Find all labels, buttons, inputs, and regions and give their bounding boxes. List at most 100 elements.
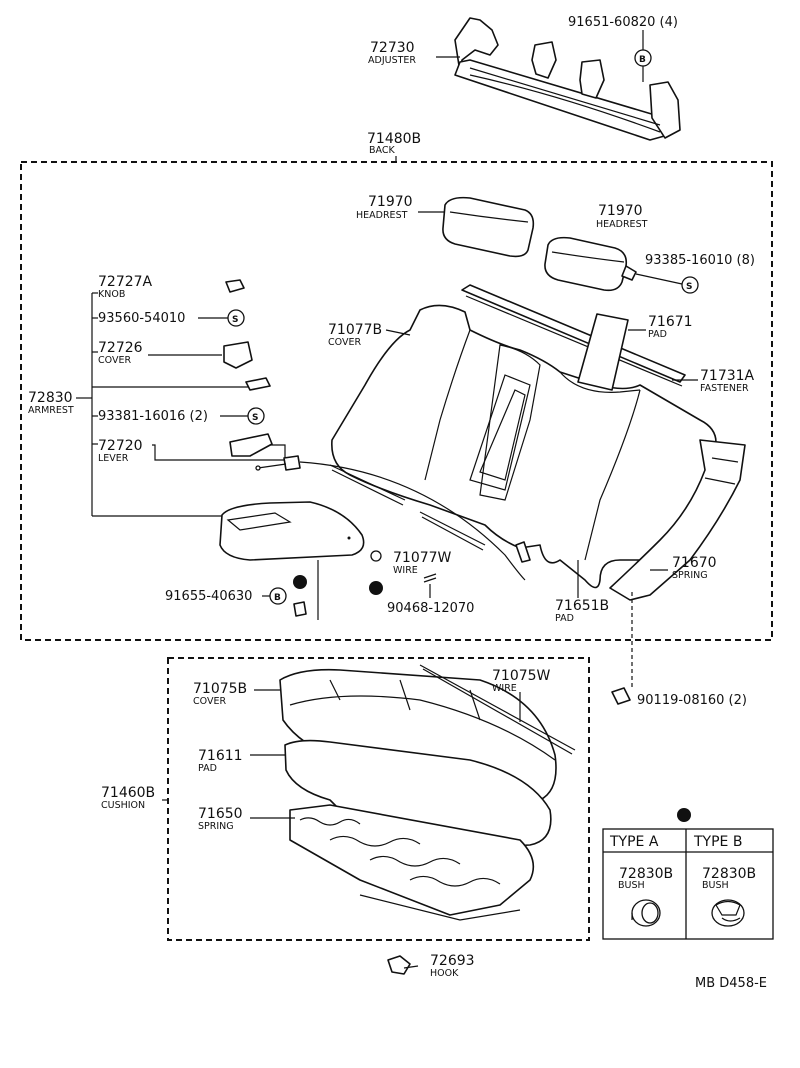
cover-72726-part-number: 72726: [98, 340, 143, 356]
cushion-part-number: 71460B: [101, 785, 155, 801]
pad-71651b-part-name: PAD: [555, 613, 574, 624]
back-assembly-frame: [20, 161, 773, 641]
fastener-part-number: 71731A: [700, 368, 755, 384]
screw-headrest-callout: 93385-16010 (8) S: [635, 253, 755, 294]
headrest-right-label: 71970 HEADREST: [596, 203, 648, 230]
back-cover-label: 71077B COVER: [328, 322, 411, 348]
pad-71671-part-name: PAD: [648, 329, 667, 340]
bush-type-a-icon: [631, 899, 661, 927]
cushion-spring-part-name: SPRING: [198, 821, 234, 832]
type-b-part-name: BUSH: [702, 880, 729, 891]
cushion-pad-illustration: [284, 739, 552, 851]
fastener-label: 71731A FASTENER: [672, 368, 755, 394]
armrest-part-number: 72830: [28, 390, 73, 406]
clip-90468-part-number: 90468-12070: [387, 601, 474, 616]
back-part-number: 71480B: [367, 131, 421, 147]
pad-71671-illustration: [577, 313, 629, 391]
type-a-part-number: 72830B: [619, 866, 673, 882]
knob-part-name: KNOB: [98, 289, 125, 300]
spring-71670-part-name: SPRING: [672, 570, 708, 581]
spring-71670-label: 71670 SPRING: [650, 555, 717, 581]
cushion-label: 71460B CUSHION: [101, 785, 155, 811]
cushion-wire-part-number: 71075W: [492, 668, 551, 684]
pad-71651b-label: 71651B PAD: [555, 560, 609, 624]
bolt-top-callout: 91651-60820 (4) B: [568, 15, 678, 82]
cushion-spring-label: 71650 SPRING: [198, 806, 295, 832]
type-table: TYPE A TYPE B 72830B BUSH 72830B BUSH: [602, 828, 774, 940]
cushion-spring-illustration: [289, 804, 535, 921]
type-marker-icon: [293, 575, 307, 589]
lever-part-name: LEVER: [98, 453, 129, 464]
bolt-91655-part-number: 91655-40630: [165, 589, 252, 604]
hook-part-name: HOOK: [430, 968, 459, 979]
cushion-spring-part-number: 71650: [198, 806, 243, 822]
hook-label: 72693 HOOK: [430, 953, 475, 979]
back-part-name: BACK: [369, 145, 395, 156]
screw-93381-part-number: 93381-16016 (2): [98, 409, 208, 424]
hook-part-number: 72693: [430, 953, 475, 969]
cushion-cover-part-number: 71075B: [193, 681, 247, 697]
cushion-cover-label: 71075B COVER: [193, 681, 280, 707]
back-cover-part-number: 71077B: [328, 322, 382, 338]
bolt-91655-callout: 91655-40630 B: [165, 550, 383, 620]
bolt-symbol-icon: [269, 587, 287, 605]
headrest-right-part-number: 71970: [598, 203, 643, 219]
cushion-cover-part-name: COVER: [193, 696, 226, 707]
wire-71077w-part-name: WIRE: [393, 565, 418, 576]
adjuster-part-number: 72730: [370, 40, 415, 56]
knob-part-number: 72727A: [98, 274, 153, 290]
hook-illustration: [387, 955, 419, 975]
type-marker-icon: [677, 808, 691, 822]
wire-71077w-illustration: [299, 461, 531, 581]
headrest-left-part-name: HEADREST: [356, 210, 408, 221]
type-marker-icon: [369, 581, 383, 595]
cushion-pad-label: 71611 PAD: [198, 748, 285, 774]
bush-type-b-icon: [711, 899, 745, 927]
cushion-pad-part-name: PAD: [198, 763, 217, 774]
back-cover-illustration: [331, 304, 717, 589]
lever-part-number: 72720: [98, 438, 143, 454]
wire-71077w-label: 71077W WIRE: [393, 550, 452, 576]
screw-93560-callout: 93560-54010 S: [92, 309, 245, 327]
screw-93560-symbol: S: [232, 315, 238, 325]
type-a-header: TYPE A: [609, 834, 659, 850]
armrest-label: 72830 ARMREST: [28, 390, 92, 416]
fastener-part-name: FASTENER: [700, 383, 749, 394]
screw-headrest-symbol: S: [686, 282, 692, 292]
pad-71671-part-number: 71671: [648, 314, 693, 330]
spring-71670-illustration: [609, 439, 746, 601]
headrest-left-label: 71970 HEADREST: [356, 194, 445, 221]
adjuster-label: 72730 ADJUSTER: [368, 40, 460, 66]
screw-symbol-icon: [227, 309, 245, 327]
screw-93381-symbol: S: [252, 413, 258, 423]
type-b-header: TYPE B: [693, 834, 742, 850]
screw-93381-callout: 93381-16016 (2) S: [92, 407, 265, 425]
bolt-90119-part-number: 90119-08160 (2): [637, 693, 747, 708]
cover-72726-callout: 72726 COVER: [92, 340, 271, 391]
bolt-top-part-number: 91651-60820 (4): [568, 15, 678, 30]
headrest-right-illustration: [544, 236, 637, 292]
cushion-wire-label: 71075W WIRE: [492, 668, 551, 722]
bolt-91655-symbol: B: [274, 593, 281, 603]
adjuster-part-name: ADJUSTER: [368, 55, 416, 66]
screw-symbol-icon: [681, 276, 699, 294]
adjuster-illustration: [454, 17, 681, 141]
screw-headrest-part-number: 93385-16010 (8): [645, 253, 755, 268]
figure-code: MB D458-E: [695, 976, 767, 991]
cushion-assembly-frame: [167, 657, 590, 941]
wire-71077w-part-number: 71077W: [393, 550, 452, 566]
pad-71671-label: 71671 PAD: [628, 314, 693, 340]
type-b-part-number: 72830B: [702, 866, 756, 882]
armrest-part-name: ARMREST: [28, 405, 74, 416]
back-label: 71480B BACK: [367, 131, 421, 162]
pad-71651b-part-number: 71651B: [555, 598, 609, 614]
type-a-part-name: BUSH: [618, 880, 645, 891]
bolt-top-symbol: B: [639, 55, 646, 65]
screw-93560-part-number: 93560-54010: [98, 311, 185, 326]
armrest-bracket: [91, 292, 260, 517]
cushion-pad-part-number: 71611: [198, 748, 243, 764]
bolt-90119-callout: 90119-08160 (2): [611, 592, 747, 708]
cushion-wire-part-name: WIRE: [492, 683, 517, 694]
headrest-left-illustration: [442, 196, 535, 258]
